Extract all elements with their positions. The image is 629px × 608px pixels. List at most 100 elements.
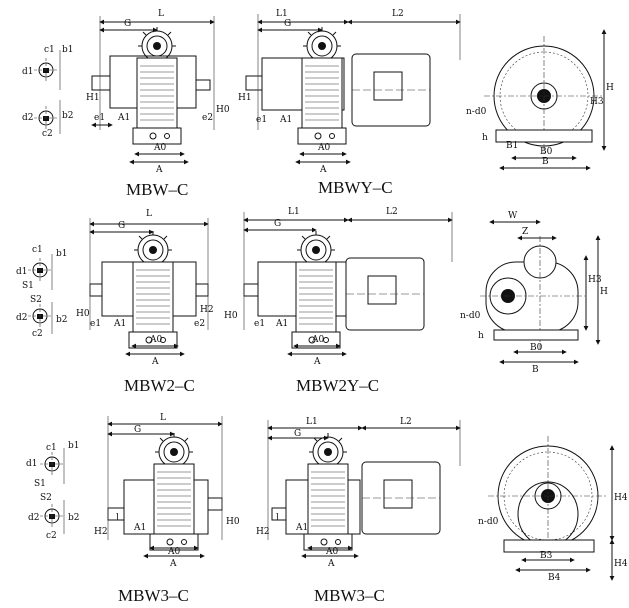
dim-A-r3b: A	[327, 559, 335, 569]
dim-d1-r1: d1	[22, 67, 34, 77]
dim-d2-r1: d2	[22, 113, 34, 123]
dim-A-r2: A	[151, 357, 159, 367]
dim-A1-r1: A1	[117, 113, 130, 123]
dim-b1-r3: b1	[68, 441, 80, 451]
dim-b2-r1: b2	[62, 111, 74, 121]
dim-H0-r3: H0	[226, 517, 240, 527]
dim-A0-r1: A0	[153, 143, 166, 153]
dim-e1-r1b: e1	[256, 115, 267, 125]
shaft-detail-r3-bottom	[39, 503, 65, 529]
dim-H4-r3b: H4	[614, 559, 628, 569]
dim-G-r1: G	[124, 19, 131, 29]
dim-b2-r3: b2	[68, 513, 80, 523]
mbw3-c-drawing	[107, 416, 223, 559]
mbw2-c-drawing	[89, 218, 209, 357]
dim-L2-r3: L2	[400, 417, 412, 427]
dim-B-r1: B	[542, 157, 549, 167]
caption-mbw2y-c: MBW2Y–C	[296, 376, 380, 395]
dim-A1-r3b: A1	[295, 523, 308, 533]
dim-A-r3: A	[169, 559, 177, 569]
shaft-detail-r2-bottom	[27, 303, 53, 329]
dim-S2-r2: S2	[30, 295, 42, 305]
dim-B0-r1: B0	[540, 147, 553, 157]
shaft-detail-r2-top	[27, 257, 53, 283]
dim-L1-r3: L1	[306, 417, 318, 427]
dim-B4-r3: B4	[548, 573, 561, 583]
mbw-c-drawing	[91, 16, 215, 165]
dim-nd0-r2: n-d0	[460, 311, 481, 321]
dim-e2-r2: e2	[194, 319, 205, 329]
dim-A-r2b: A	[313, 357, 321, 367]
caption-mbwy-c: MBWY–C	[318, 178, 393, 197]
dim-H2-r3: H2	[94, 527, 108, 537]
dim-H2-r3b: H2	[256, 527, 270, 537]
dim-L-r3: L	[160, 413, 166, 423]
dim-d2-r3: d2	[28, 513, 40, 523]
dim-h-r1: h	[482, 133, 488, 143]
dim-B3-r3: B3	[540, 551, 553, 561]
dim-L2-r1: L2	[392, 9, 404, 19]
dim-c2-r3: c2	[46, 531, 57, 541]
dim-G-r3b: G	[294, 429, 301, 439]
dim-L2-r2: L2	[386, 207, 398, 217]
dim-B-r2: B	[532, 365, 539, 375]
mbw3-c-motor-drawing	[267, 420, 461, 559]
dim-d1-r2: d1	[16, 267, 28, 277]
dim-H0-r2b: H0	[224, 311, 238, 321]
dim-B0-r2: B0	[530, 343, 543, 353]
dim-A-r1: A	[155, 165, 163, 175]
dim-A0-r1b: A0	[317, 143, 330, 153]
dim-Z-r2: Z	[522, 227, 528, 237]
dim-W-r2: W	[508, 211, 518, 221]
end-view-r2	[480, 219, 601, 365]
end-view-r3	[487, 435, 615, 581]
dim-b1-r2: b1	[56, 249, 68, 259]
dim-B1-r1: B1	[506, 141, 518, 151]
dim-H0-r1: H0	[216, 105, 230, 115]
dim-h-r2: h	[478, 331, 484, 341]
dim-H3-r2: H3	[588, 275, 602, 285]
dim-H-r2: H	[600, 287, 608, 297]
dim-G-r1b: G	[284, 19, 291, 29]
dim-H1-r1b: H1	[238, 93, 252, 103]
dim-b1-r1: b1	[62, 45, 74, 55]
dim-c2-r2: c2	[32, 329, 43, 339]
mbwy-c-drawing	[245, 14, 461, 165]
dim-S2-r3: S2	[40, 493, 52, 503]
dim-A-r1b: A	[319, 165, 327, 175]
dim-H-r1: H	[606, 83, 614, 93]
mbw2y-c-drawing	[243, 212, 453, 357]
dim-A1-r2b: A1	[275, 319, 288, 329]
dim-L1-r1: L1	[276, 9, 288, 19]
dim-G-r2: G	[118, 221, 125, 231]
dim-e1-r1: e1	[94, 113, 105, 123]
dim-H2-r2: H2	[200, 305, 214, 315]
end-view-r1	[483, 29, 607, 171]
shaft-detail-r3-top	[39, 451, 65, 477]
dim-L-r2: L	[146, 209, 152, 219]
caption-mbw2-c: MBW2–C	[124, 376, 195, 395]
caption-mbw-c: MBW–C	[126, 180, 189, 199]
dim-d2-r2: d2	[16, 313, 28, 323]
dim-c2-r1: c2	[42, 129, 53, 139]
caption-mbw3-c-right: MBW3–C	[314, 586, 385, 605]
dim-H3-r1: H3	[590, 97, 604, 107]
dim-d1-r3: d1	[26, 459, 38, 469]
dim-c1-r1: c1	[44, 45, 55, 55]
caption-mbw3-c-left: MBW3–C	[118, 586, 189, 605]
dim-c1-r3: c1	[46, 443, 57, 453]
dim-S1-r2: S1	[22, 281, 34, 291]
dim-H4-r3: H4	[614, 493, 628, 503]
dim-nd0-r1: n-d0	[466, 107, 487, 117]
dim-G-r3: G	[134, 425, 141, 435]
dim-l-r3b: l	[276, 513, 279, 523]
dim-G-r2b: G	[274, 219, 281, 229]
shaft-detail-r1-top	[33, 57, 59, 83]
shaft-detail-r1-bottom	[33, 105, 59, 131]
dim-e1-r2: e1	[90, 319, 101, 329]
dim-c1-r2: c1	[32, 245, 43, 255]
dim-A0-r2b: A0	[311, 335, 324, 345]
dim-L-r1: L	[158, 9, 164, 19]
dim-A0-r2: A0	[149, 335, 162, 345]
